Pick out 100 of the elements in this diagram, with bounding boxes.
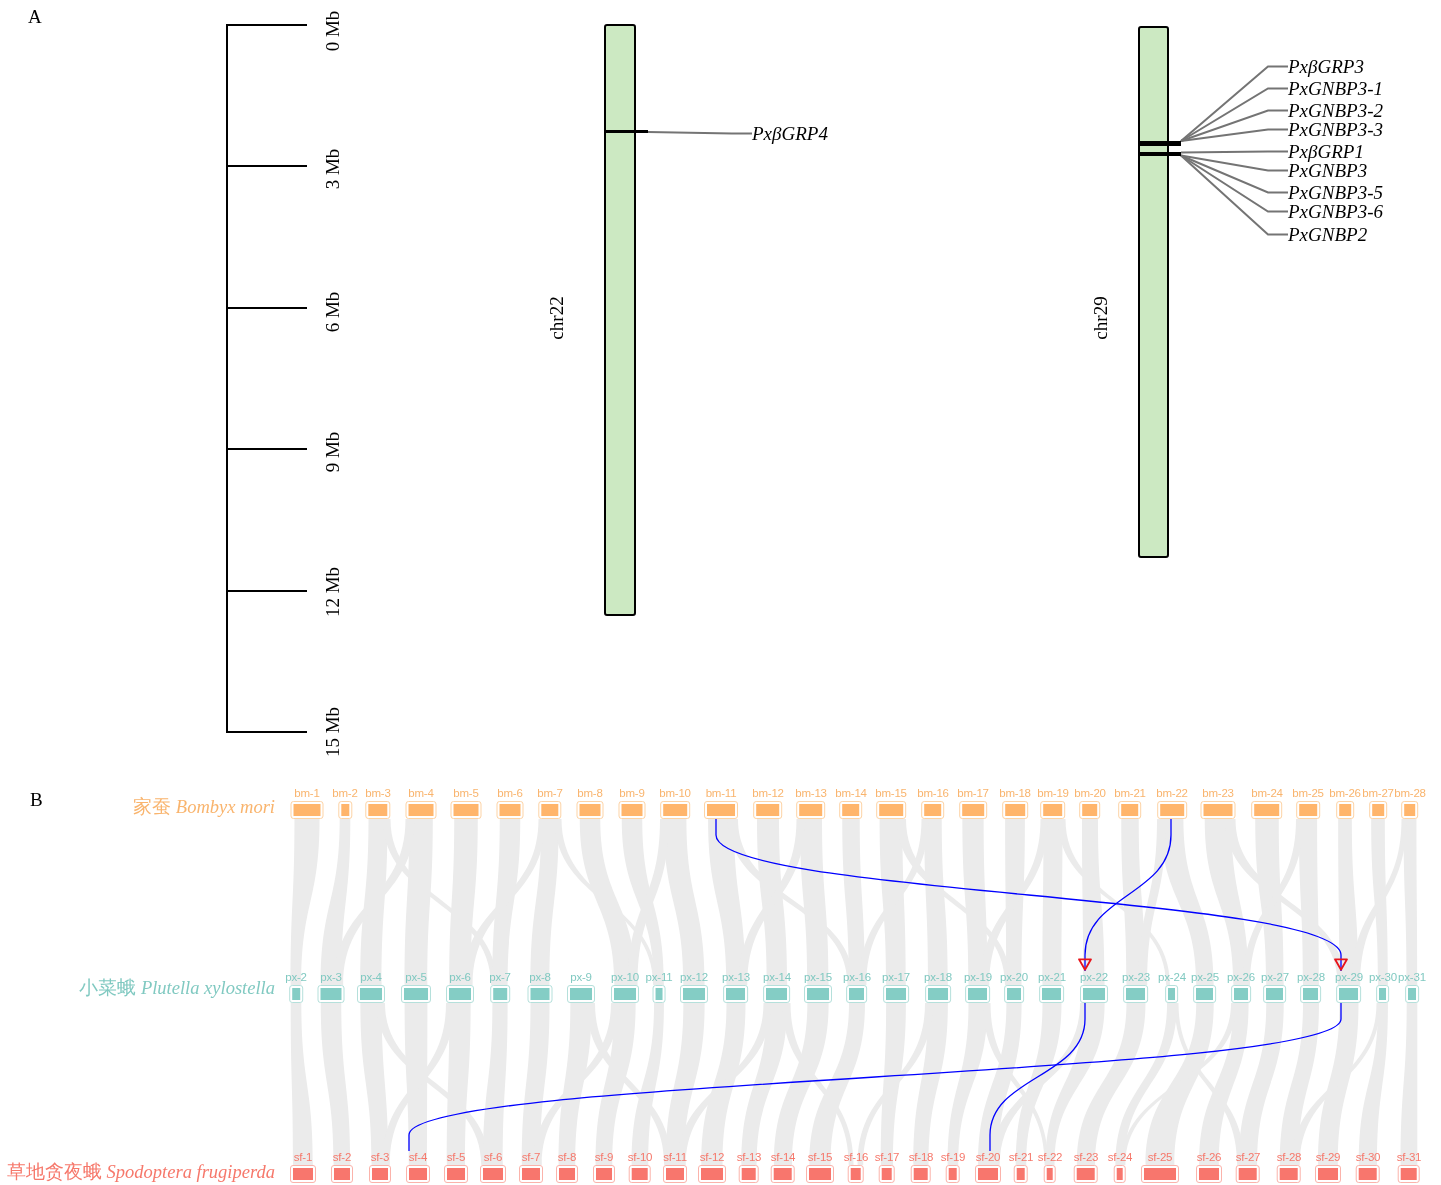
chromosome-label: px-9 bbox=[570, 971, 592, 984]
chromosome-label: sf-22 bbox=[1037, 1151, 1063, 1164]
chromosome-label: bm-10 bbox=[659, 787, 691, 800]
chromosome-label: bm-2 bbox=[332, 787, 358, 800]
chromosome-label: sf-12 bbox=[699, 1151, 725, 1164]
chromosome-label: px-22 bbox=[1080, 971, 1108, 984]
chromosome-label: px-10 bbox=[611, 971, 639, 984]
gene-label: PxβGRP4 bbox=[752, 123, 828, 144]
gene-label: PxGNBP2 bbox=[1288, 224, 1368, 245]
chromosome-label: sf-2 bbox=[332, 1151, 352, 1164]
chromosome-label: bm-6 bbox=[497, 787, 523, 800]
chromosome-label: px-24 bbox=[1158, 971, 1186, 984]
gene-locus-mark bbox=[604, 130, 648, 133]
chromosome-label: px-5 bbox=[405, 971, 427, 984]
chromosome-label: px-29 bbox=[1335, 971, 1363, 984]
chromosome-label: sf-27 bbox=[1235, 1151, 1261, 1164]
chromosome-label: sf-30 bbox=[1355, 1151, 1381, 1164]
chromosome-label: sf-4 bbox=[408, 1151, 428, 1164]
chromosome-name: chr29 bbox=[1091, 296, 1111, 340]
chromosome-label: bm-17 bbox=[957, 787, 989, 800]
chromosome-label: bm-22 bbox=[1156, 787, 1188, 800]
gene-locus-mark bbox=[1138, 152, 1181, 156]
scale-label: 3 Mb bbox=[323, 148, 343, 190]
chromosome-label: sf-5 bbox=[446, 1151, 466, 1164]
chromosome-label: sf-24 bbox=[1107, 1151, 1133, 1164]
chromosome-label: sf-19 bbox=[940, 1151, 966, 1164]
chromosome-label: px-19 bbox=[964, 971, 992, 984]
chromosome-label: px-23 bbox=[1122, 971, 1150, 984]
chromosome-label: px-30 bbox=[1369, 971, 1397, 984]
chromosome-label: px-28 bbox=[1297, 971, 1325, 984]
chromosome-label: bm-25 bbox=[1292, 787, 1324, 800]
chromosome-label: sf-14 bbox=[770, 1151, 796, 1164]
chromosome-label: px-2 bbox=[285, 971, 307, 984]
chromosome-label: sf-29 bbox=[1315, 1151, 1341, 1164]
chromosome-label: sf-20 bbox=[975, 1151, 1001, 1164]
chromosome-label: px-26 bbox=[1227, 971, 1255, 984]
chromosome-label: px-14 bbox=[763, 971, 791, 984]
chromosome-label: px-21 bbox=[1038, 971, 1066, 984]
chromosome-label: sf-21 bbox=[1008, 1151, 1034, 1164]
chromosome-label: sf-25 bbox=[1147, 1151, 1173, 1164]
chromosome-label: px-18 bbox=[924, 971, 952, 984]
chromosome-label: bm-12 bbox=[752, 787, 784, 800]
chromosome-label: bm-28 bbox=[1394, 787, 1426, 800]
species-label: 小菜蛾 Plutella xylostella bbox=[79, 978, 275, 999]
chromosome-label: bm-24 bbox=[1251, 787, 1283, 800]
gene-label: PxGNBP3-2 bbox=[1288, 100, 1383, 121]
chromosome-label: px-6 bbox=[449, 971, 471, 984]
chromosome-label: bm-1 bbox=[294, 787, 320, 800]
chromosome-label: bm-8 bbox=[577, 787, 603, 800]
chromosome-label: px-3 bbox=[320, 971, 342, 984]
chromosome-label: px-13 bbox=[722, 971, 750, 984]
scale-label: 6 Mb bbox=[323, 291, 343, 333]
species-label: 家蚕 Bombyx mori bbox=[133, 797, 275, 818]
chromosome-label: sf-15 bbox=[807, 1151, 833, 1164]
gene-label: PxβGRP3 bbox=[1288, 56, 1364, 77]
chromosome-label: sf-13 bbox=[736, 1151, 762, 1164]
chromosome-label: bm-26 bbox=[1329, 787, 1361, 800]
panel-label: B bbox=[30, 789, 43, 810]
chromosome-label: sf-28 bbox=[1276, 1151, 1302, 1164]
chromosome-label: px-16 bbox=[843, 971, 871, 984]
chromosome-label: sf-18 bbox=[908, 1151, 934, 1164]
gene-label: PxβGRP1 bbox=[1288, 141, 1364, 162]
chromosome-label: px-31 bbox=[1398, 971, 1426, 984]
chromosome-label: bm-19 bbox=[1037, 787, 1069, 800]
scale-label: 15 Mb bbox=[323, 706, 343, 758]
gene-locus-mark bbox=[1138, 140, 1181, 146]
chromosome-label: px-8 bbox=[529, 971, 551, 984]
chromosome-label: sf-3 bbox=[370, 1151, 390, 1164]
chromosome-label: sf-16 bbox=[843, 1151, 869, 1164]
chromosome-label: px-15 bbox=[804, 971, 832, 984]
chromosome-label: sf-7 bbox=[521, 1151, 541, 1164]
chromosome-label: sf-31 bbox=[1396, 1151, 1422, 1164]
chromosome-label: bm-18 bbox=[999, 787, 1031, 800]
chromosome-label: sf-11 bbox=[663, 1151, 687, 1164]
chromosome-label: sf-10 bbox=[627, 1151, 653, 1164]
chromosome-label: sf-1 bbox=[293, 1151, 313, 1164]
chromosome-label: px-7 bbox=[489, 971, 511, 984]
chromosome-label: px-27 bbox=[1261, 971, 1289, 984]
chromosome-label: sf-26 bbox=[1196, 1151, 1222, 1164]
gene-label: PxGNBP3-5 bbox=[1288, 182, 1383, 203]
chromosome-label: bm-15 bbox=[875, 787, 907, 800]
chromosome-label: bm-23 bbox=[1202, 787, 1234, 800]
panel-label: A bbox=[28, 6, 42, 27]
chromosome-name: chr22 bbox=[547, 296, 567, 340]
chromosome-label: px-12 bbox=[680, 971, 708, 984]
chromosome-label: sf-6 bbox=[483, 1151, 503, 1164]
chromosome-label: bm-20 bbox=[1074, 787, 1106, 800]
chromosome-label: px-11 bbox=[645, 971, 673, 984]
chromosome-label: bm-27 bbox=[1362, 787, 1394, 800]
chromosome-label: bm-14 bbox=[835, 787, 867, 800]
chromosome-label: sf-9 bbox=[594, 1151, 614, 1164]
chromosome-label: bm-3 bbox=[365, 787, 391, 800]
chromosome-label: px-17 bbox=[882, 971, 910, 984]
chromosome-label: bm-7 bbox=[537, 787, 563, 800]
scale-label: 9 Mb bbox=[323, 431, 343, 473]
chromosome-label: px-20 bbox=[1000, 971, 1028, 984]
chromosome-label: px-4 bbox=[360, 971, 382, 984]
scale-label: 0 Mb bbox=[323, 10, 343, 52]
gene-label: PxGNBP3-6 bbox=[1288, 201, 1383, 222]
chromosome-label: bm-21 bbox=[1114, 787, 1146, 800]
